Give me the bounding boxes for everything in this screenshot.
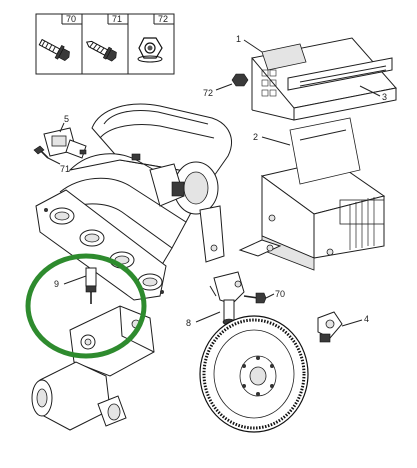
callout-line-5: [59, 122, 65, 133]
callout-9: 9: [54, 279, 59, 289]
callout-line-1: [243, 39, 263, 53]
callout-line-8: [195, 311, 221, 323]
coolant-temp-sensor: [85, 267, 97, 304]
ecu-bracket: [251, 37, 397, 121]
intake-manifold: [35, 103, 232, 301]
callout-line-72: [215, 83, 233, 91]
callout-5: 5: [64, 114, 69, 124]
legend-label-71: 71: [112, 14, 122, 24]
callout-line-9: [63, 275, 87, 285]
callout-line-2: [261, 136, 291, 146]
threaded-screw-icon: [85, 40, 117, 62]
callout-line-4: [341, 319, 363, 327]
callout-1: 1: [236, 34, 241, 44]
callout-line-3: [359, 85, 381, 97]
callout-line-70-b: [265, 293, 275, 299]
cam-position-sensor: [209, 271, 245, 326]
legend-label-72: 72: [158, 14, 168, 24]
fastener-legend: 70 71 72: [35, 13, 175, 75]
crank-position-sensor: [317, 311, 343, 343]
hex-flange-bolt-icon: [243, 292, 267, 304]
callout-2: 2: [253, 132, 258, 142]
callout-line-71: [47, 157, 61, 165]
callout-8: 8: [186, 318, 191, 328]
flywheel: [199, 315, 309, 433]
manifold-pressure-sensor: [43, 127, 87, 159]
callout-72: 72: [203, 88, 213, 98]
threaded-screw-icon: [33, 145, 49, 159]
hex-flange-bolt-icon: [38, 38, 70, 62]
callout-70-b: 70: [275, 289, 285, 299]
legend-label-70: 70: [66, 14, 76, 24]
callout-3: 3: [382, 92, 387, 102]
hex-nut-icon: [137, 37, 163, 63]
highlight-circle: [25, 253, 147, 359]
callout-4: 4: [364, 314, 369, 324]
hex-nut-icon: [231, 73, 249, 87]
ecu-tray: [238, 117, 386, 271]
callout-71: 71: [60, 164, 70, 174]
thermostat-housing: [31, 305, 155, 431]
